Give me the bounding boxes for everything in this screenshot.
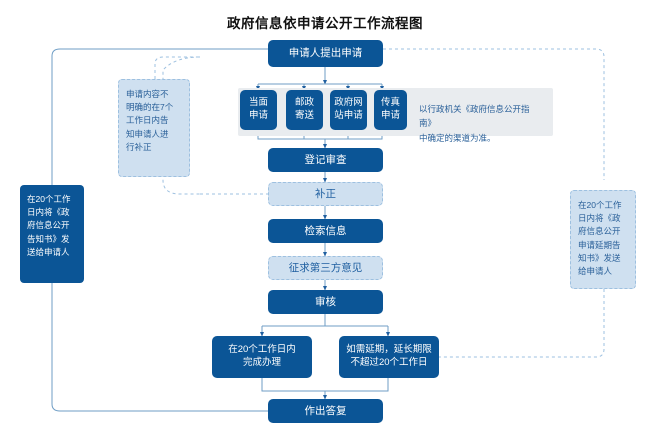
node-end-reply[interactable]: 作出答复 <box>268 399 383 423</box>
node-step-correction[interactable]: 补正 <box>268 182 383 206</box>
node-step-search-information[interactable]: 检索信息 <box>268 219 383 243</box>
node-step-review[interactable]: 审核 <box>268 290 383 314</box>
node-channel-postal[interactable]: 邮政 寄送 <box>286 90 323 130</box>
node-step-third-party-opinion[interactable]: 征求第三方意见 <box>268 256 383 280</box>
page-title: 政府信息依申请公开工作流程图 <box>227 16 423 31</box>
node-channel-in-person[interactable]: 当面 申请 <box>240 90 277 130</box>
node-channel-website[interactable]: 政府网 站申请 <box>330 90 367 130</box>
note-left-notice: 在20个工作 日内将《政 府信息公开 告知书》发 送给申请人 <box>20 185 84 283</box>
node-branch-extension[interactable]: 如需延期，延长期限 不超过20个工作日 <box>339 336 439 378</box>
node-start[interactable]: 申请人提出申请 <box>268 40 383 67</box>
node-channel-fax[interactable]: 传真 申请 <box>374 90 407 130</box>
note-channel: 以行政机关《政府信息公开指南》 中确定的渠道为准。 <box>419 104 530 143</box>
note-right-notice: 在20个工作 日内将《政 府信息公开 申请延期告 知书》发送 给申请人 <box>570 190 636 289</box>
node-step-registration-review[interactable]: 登记审查 <box>268 148 383 172</box>
node-branch-complete-in-20-days[interactable]: 在20个工作日内 完成办理 <box>212 336 312 378</box>
note-correction: 申请内容不 明确的在7个 工作日内告 知申请人进 行补正 <box>118 79 190 177</box>
